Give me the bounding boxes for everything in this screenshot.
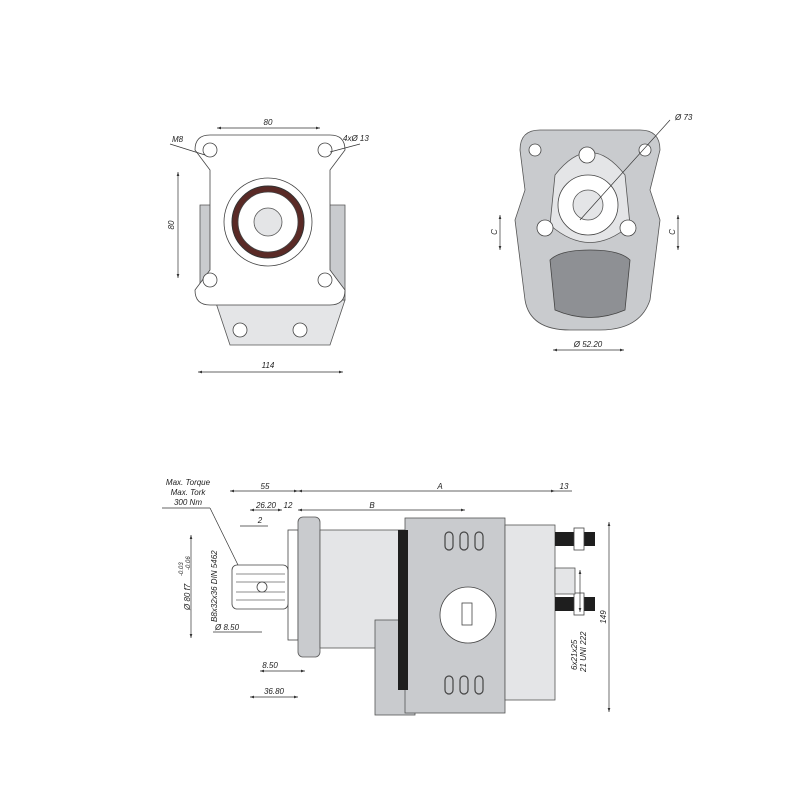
torque-label-en: Max. Torque [166, 478, 211, 487]
mounting-hole [232, 322, 248, 338]
dim-c-left: C [490, 229, 499, 235]
dim-b: B [369, 501, 375, 510]
rear-cover-side [504, 524, 556, 701]
front-lower-housing [214, 299, 346, 346]
dim-149: 149 [599, 610, 608, 624]
rear-port-diameter: Ø 52.20 [573, 340, 603, 349]
dim-2: 2 [257, 516, 263, 525]
mounting-hole [317, 272, 333, 288]
dim-55: 55 [261, 482, 270, 491]
pin-diameter: Ø 8.50 [214, 623, 240, 632]
dim-8-50: 8.50 [262, 661, 278, 670]
mounting-hole [292, 322, 308, 338]
rear-spline [572, 189, 604, 221]
dim-36-80: 36.80 [264, 687, 285, 696]
dim-12: 12 [284, 501, 293, 510]
rear-outlet [549, 249, 631, 318]
spline-spec: B8x32x36 DIN 5462 [210, 550, 219, 622]
stud-spec-2: 21 UNI 222 [579, 631, 588, 673]
dim-front-width-bottom: 114 [262, 361, 275, 370]
front-view: 80 80 114 M8 4xØ 13 [167, 118, 369, 374]
tolerance-upper: -0.03 [179, 562, 185, 576]
stud-spec-1: 6x21x25 [570, 639, 579, 670]
torque-value: 300 Nm [174, 498, 202, 507]
dim-a: A [436, 482, 442, 491]
mount-flange [297, 516, 321, 658]
dim-26-20: 26.20 [255, 501, 277, 510]
shaft-diameter: Ø 80 f7 [183, 583, 192, 611]
dim-front-height: 80 [167, 220, 176, 229]
mounting-hole [202, 142, 218, 158]
dim-13: 13 [560, 482, 569, 491]
side-view: 55 A 13 26.20 12 B 2 Ø 80 f7 -0.03 -0.06… [162, 478, 611, 716]
rear-diameter-label: Ø 73 [674, 113, 693, 122]
holes-label: 4xØ 13 [343, 134, 369, 143]
dim-c-right: C [668, 229, 677, 235]
mounting-hole [317, 142, 333, 158]
torque-label-tr: Max. Tork [171, 488, 207, 497]
tolerance-lower: -0.06 [186, 556, 192, 570]
shaft-end [253, 207, 283, 237]
mounting-hole [202, 272, 218, 288]
dim-front-width-top: 80 [264, 118, 273, 127]
thread-label: M8 [172, 135, 184, 144]
rear-view: Ø 73 C C Ø 52.20 [490, 113, 693, 352]
